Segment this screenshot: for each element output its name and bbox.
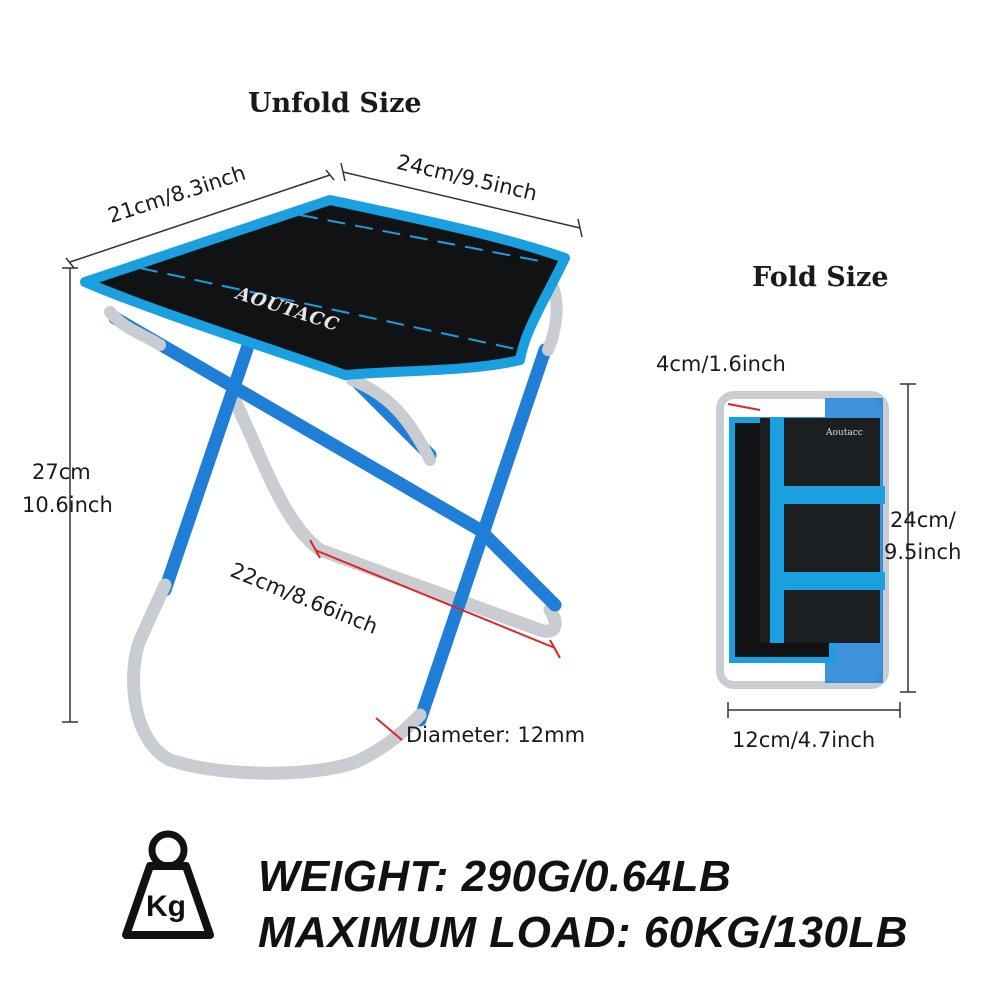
fold-width-label: 12cm/4.7inch bbox=[732, 728, 876, 752]
kg-icon-text: Kg bbox=[146, 890, 186, 923]
fold-thickness-label: 4cm/1.6inch bbox=[656, 352, 786, 376]
weight-spec: WEIGHT: 290G/0.64LB bbox=[258, 852, 732, 901]
fold-height-cm-label: 24cm/ bbox=[890, 508, 956, 532]
fold-height-inch-label: 9.5inch bbox=[884, 540, 962, 564]
max-load-spec: MAXIMUM LOAD: 60KG/130LB bbox=[258, 908, 909, 957]
tube-diameter-label: Diameter: 12mm bbox=[406, 723, 586, 747]
unfold-size-title: Unfold Size bbox=[248, 88, 422, 119]
height-cm-label: 27cm bbox=[32, 460, 91, 484]
weight-icon bbox=[122, 830, 214, 939]
height-inch-label: 10.6inch bbox=[22, 493, 113, 517]
fold-size-title: Fold Size bbox=[752, 262, 889, 293]
folded-label: Aoutacc bbox=[826, 428, 863, 438]
